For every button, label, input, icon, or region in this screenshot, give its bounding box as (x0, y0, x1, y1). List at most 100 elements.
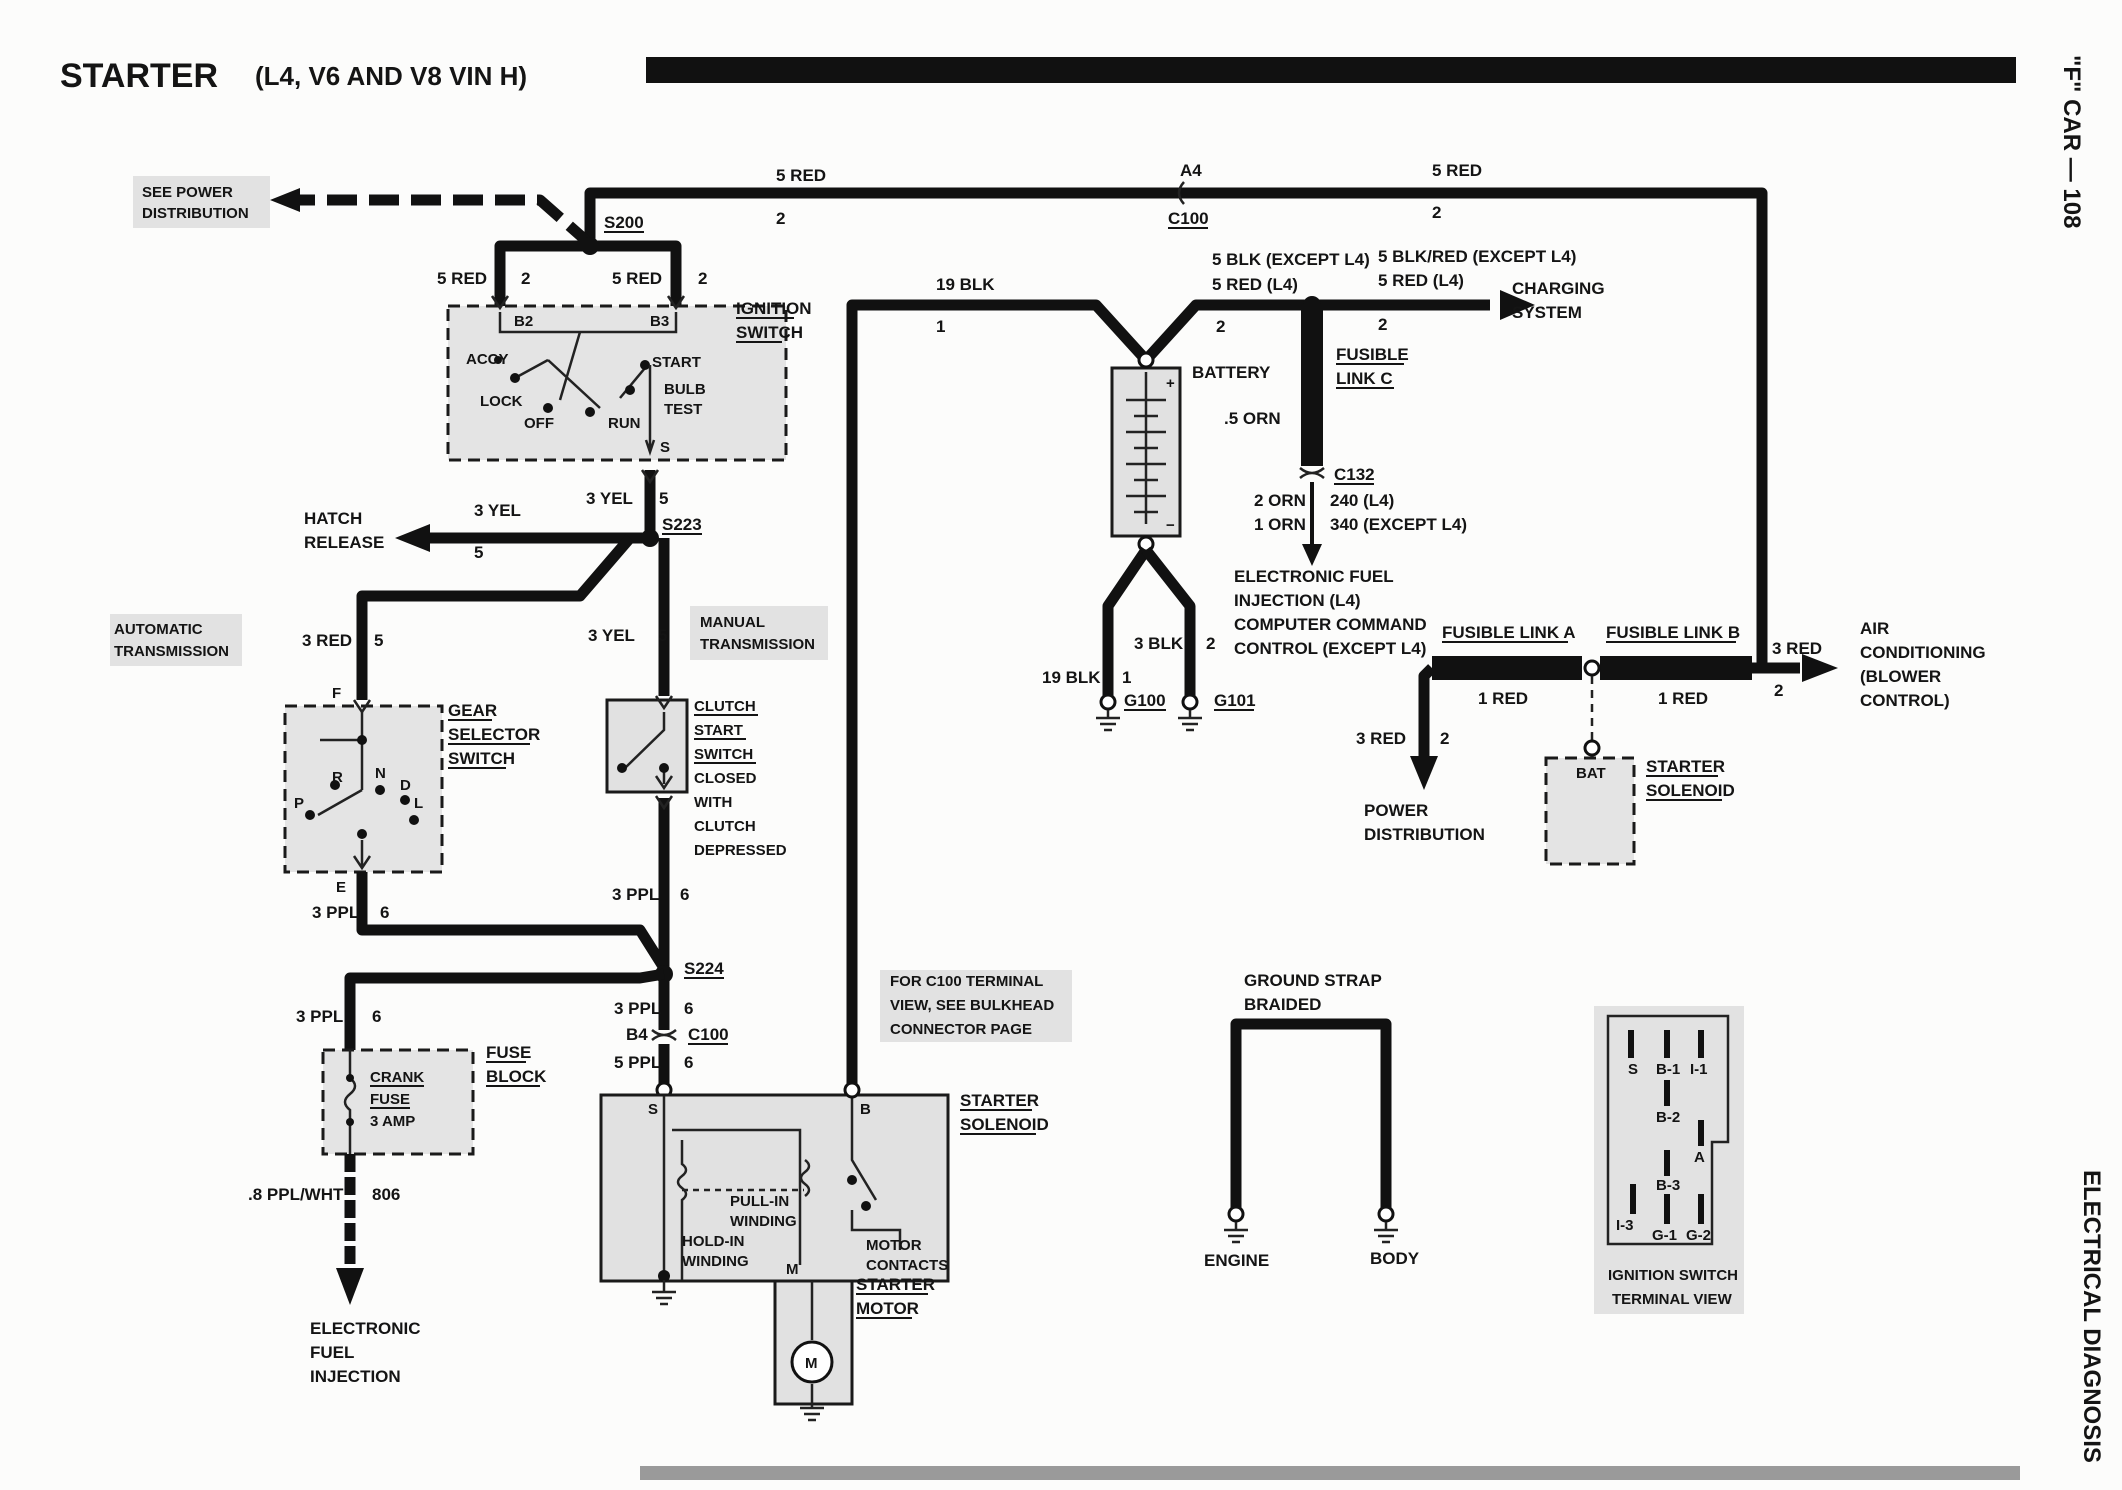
sol-term-s: S (648, 1101, 658, 1118)
label-g101: G101 (1214, 691, 1256, 710)
ignition-switch-label-1: IGNITION (736, 299, 812, 318)
sol-term-b: B (860, 1101, 871, 1118)
wire-3ppl-fuse (344, 968, 665, 1050)
label-3red-auto: 3 RED (302, 631, 352, 650)
solenoid-ground-icon (652, 1280, 676, 1306)
gear-term-l: L (414, 795, 423, 812)
auto-trans-label-2: TRANSMISSION (114, 643, 229, 660)
wire-3red-auto (356, 534, 635, 700)
c100-note-1: FOR C100 TERMINAL (890, 973, 1043, 990)
efi-ccc-label-4: CONTROL (EXCEPT L4) (1234, 639, 1426, 658)
body-label: BODY (1370, 1249, 1420, 1268)
header-bar (646, 57, 2016, 83)
label-5-auto: 5 (374, 631, 383, 650)
label-1orn: 1 ORN (1254, 515, 1306, 534)
battery-label: BATTERY (1192, 363, 1271, 382)
label-5ppl: 5 PPL (614, 1053, 661, 1072)
ign-term-bulb: BULB (664, 381, 706, 398)
bottom-edge-shadow (640, 1466, 2020, 1480)
label-1-a: 1 (936, 317, 945, 336)
ign-term-b3: B3 (650, 313, 669, 330)
ignition-switch-label-2: SWITCH (736, 323, 803, 342)
gear-label-2: SELECTOR (448, 725, 540, 744)
fusible-c-label-1: FUSIBLE (1336, 345, 1409, 364)
label-3yel-b: 3 YEL (474, 501, 521, 520)
starter-motor-label-2: MOTOR (856, 1299, 919, 1318)
gear-selector-box (283, 704, 444, 874)
label-3ppl-auto: 3 PPL (312, 903, 359, 922)
label-3red-ac: 3 RED (1772, 639, 1822, 658)
label-2-g101: 2 (1206, 634, 1215, 653)
gear-term-e: E (336, 879, 346, 896)
label-5-manual: 5 (658, 626, 667, 645)
c100-note-2: VIEW, SEE BULKHEAD (890, 997, 1054, 1014)
label-2-power: 2 (1440, 729, 1449, 748)
ign-view-b1: B-1 (1656, 1061, 1680, 1078)
motor-icon (790, 1340, 834, 1384)
motor-contacts-label-1: MOTOR (866, 1237, 922, 1254)
efi-label-3: INJECTION (310, 1367, 401, 1386)
ign-view-s: S (1628, 1061, 1638, 1078)
ground-strap-label-2: BRAIDED (1244, 995, 1321, 1014)
label-19blk-g100: 19 BLK (1042, 668, 1101, 687)
solenoid-internal (662, 1096, 902, 1280)
c100-note-3: CONNECTOR PAGE (890, 1021, 1032, 1038)
clutch-label-6: CLUTCH (694, 818, 756, 835)
label-a4: A4 (1180, 161, 1202, 180)
solenoid-bat-label-2: SOLENOID (1646, 781, 1735, 800)
label-1red-a: 1 RED (1478, 689, 1528, 708)
ac-label-1: AIR (1860, 619, 1889, 638)
ign-term-test: TEST (664, 401, 702, 418)
ign-term-lock: LOCK (480, 393, 523, 410)
gear-label-3: SWITCH (448, 749, 515, 768)
label-5red-a: 5 RED (776, 166, 826, 185)
label-2-c: 2 (521, 269, 530, 288)
ac-label-4: CONTROL) (1860, 691, 1950, 710)
label-340: 340 (EXCEPT L4) (1330, 515, 1467, 534)
label-5orn: .5 ORN (1224, 409, 1281, 428)
page-subtitle: (L4, V6 AND V8 VIN H) (255, 61, 527, 91)
wire-5blk-battery (1141, 299, 1490, 364)
starter-motor-label-1: STARTER (856, 1275, 935, 1294)
arrow-ac (1802, 654, 1838, 682)
arrow-efi-ccc (1302, 544, 1322, 566)
ign-view-a: A (1694, 1149, 1705, 1166)
crank-fuse-icon (343, 1050, 357, 1154)
label-2-ac: 2 (1774, 681, 1783, 700)
label-c100-b4: C100 (688, 1025, 729, 1044)
label-5red-b: 5 RED (1432, 161, 1482, 180)
ign-term-run: RUN (608, 415, 641, 432)
arrow-power-dist-2 (1410, 756, 1438, 790)
pull-in-label-1: PULL-IN (730, 1193, 789, 1210)
label-5-b: 5 (474, 543, 483, 562)
starter-solenoid-label-1: STARTER (960, 1091, 1039, 1110)
label-c132: C132 (1334, 465, 1375, 484)
gear-term-r: R (332, 769, 343, 786)
ac-label-2: CONDITIONING (1860, 643, 1986, 662)
gear-term-n: N (375, 765, 386, 782)
label-5red-l4-b: 5 RED (L4) (1378, 271, 1464, 290)
fuse-block-label-1: FUSE (486, 1043, 531, 1062)
fusible-c-label-2: LINK C (1336, 369, 1393, 388)
ground-strap-label-1: GROUND STRAP (1244, 971, 1382, 990)
gear-term-p: P (294, 795, 304, 812)
wire-power-dist-feed (285, 194, 594, 249)
auto-trans-label-1: AUTOMATIC (114, 621, 203, 638)
charging-label-2: SYSTEM (1512, 303, 1582, 322)
gear-term-d: D (400, 777, 411, 794)
hatch-label-2: RELEASE (304, 533, 384, 552)
label-s224: S224 (684, 959, 724, 978)
label-5-a: 5 (659, 489, 668, 508)
label-6-auto: 6 (380, 903, 389, 922)
label-6-manual: 6 (680, 885, 689, 904)
gear-term-f: F (332, 685, 341, 702)
efi-ccc-label-3: COMPUTER COMMAND (1234, 615, 1427, 634)
label-6-c100: 6 (684, 999, 693, 1018)
label-806: 806 (372, 1185, 400, 1204)
wire-5red-main (584, 187, 1768, 650)
label-g100: G100 (1124, 691, 1166, 710)
crank-fuse-label-2: FUSE (370, 1091, 410, 1108)
arrow-power-dist (270, 188, 300, 212)
power-dist-label-2: DISTRIBUTION (1364, 825, 1485, 844)
label-s200: S200 (604, 213, 644, 232)
